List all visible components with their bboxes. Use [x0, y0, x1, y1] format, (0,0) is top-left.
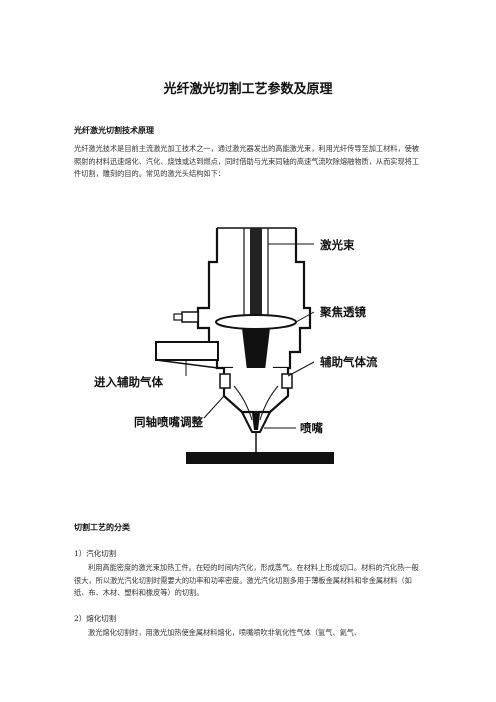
item1-text: 利用高能密度的激光束加热工件。在短的时间内汽化，形成蒸气。在材料上形成切口。材料…	[74, 563, 419, 598]
laser-head-svg: 激光束 聚焦透镜 进入辅助气体 辅助气体流 同轴喷嘴调整 喷嘴	[94, 227, 378, 464]
label-assist-gas-in: 进入辅助气体	[94, 375, 163, 389]
label-coaxial-nozzle: 同轴喷嘴调整	[134, 415, 203, 429]
label-laser-beam: 激光束	[320, 238, 355, 252]
item2-paragraph: 激光熔化切割时，用激光加热使金属材料熔化，喷嘴喷吹非氧化性气体（氩气、氦气、	[74, 627, 424, 640]
item2-text: 激光熔化切割时，用激光加热使金属材料熔化，喷嘴喷吹非氧化性气体（氩气、氦气、	[88, 628, 362, 637]
nozzle-body	[222, 368, 290, 414]
section-heading-classification: 切割工艺的分类	[74, 523, 130, 532]
laser-beam-shape	[250, 228, 262, 318]
principle-paragraph: 光纤激光技术是目前主流激光加工技术之一，通过激光器发出的高能激光束，利用光纤传导…	[74, 143, 424, 181]
section-heading-principle: 光纤激光切割技术原理	[74, 126, 154, 135]
label-nozzle: 喷嘴	[300, 421, 323, 435]
label-focus-lens: 聚焦透镜	[319, 305, 366, 319]
item1-title: 1）汽化切割	[74, 549, 117, 558]
principle-text: 光纤激光技术是目前主流激光加工技术之一，通过激光器发出的高能激光束，利用光纤传导…	[74, 144, 420, 179]
laser-head-diagram: 激光束 聚焦透镜 进入辅助气体 辅助气体流 同轴喷嘴调整 喷嘴	[74, 200, 424, 480]
focus-lens-shape	[215, 314, 297, 330]
gas-inlet-pipe	[155, 341, 219, 361]
workpiece	[186, 452, 334, 464]
label-assist-gas-flow: 辅助气体流	[320, 355, 378, 369]
item1-paragraph: 利用高能密度的激光束加热工件。在短的时间内汽化，形成蒸气。在材料上形成切口。材料…	[74, 562, 424, 600]
item2-title: 2）熔化切割	[74, 614, 117, 623]
document-title: 光纤激光切割工艺参数及原理	[163, 82, 333, 97]
